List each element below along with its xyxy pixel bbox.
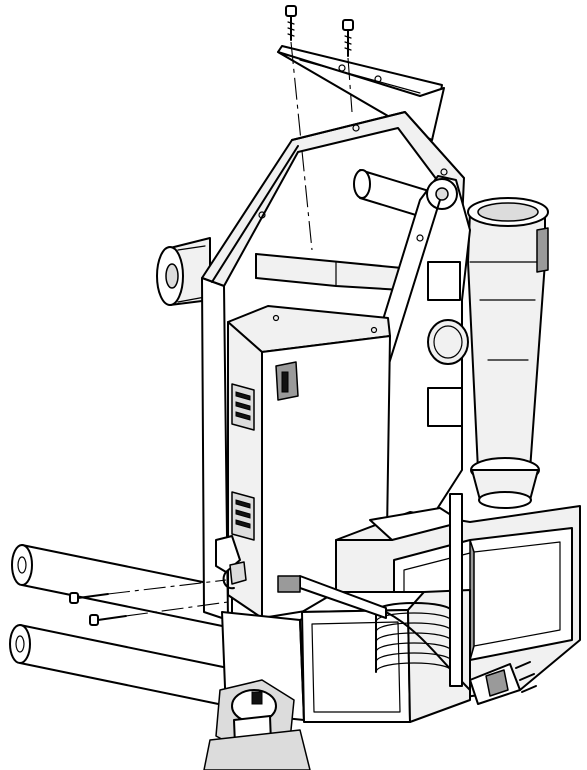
side-screw-lower — [89, 614, 127, 626]
power-plug — [469, 661, 537, 705]
lower-base-bracket — [203, 611, 319, 770]
lower-handle-bar — [255, 253, 403, 291]
right-cylinder — [467, 197, 549, 509]
top-screw-alignment-line-left — [290, 41, 313, 251]
side-screw-alignment-line-lower — [125, 601, 229, 617]
top-screw-right — [342, 19, 354, 57]
support-tube-upper — [11, 544, 233, 629]
left-hub — [156, 237, 211, 306]
top-screw-left — [285, 5, 297, 41]
side-screw-alignment-line-upper — [107, 579, 227, 595]
cable — [277, 575, 471, 691]
support-tube-lower — [9, 624, 229, 707]
top-screw-alignment-line-right — [347, 57, 353, 113]
cord-clamp-post — [449, 493, 463, 687]
side-screw-upper — [69, 592, 109, 604]
